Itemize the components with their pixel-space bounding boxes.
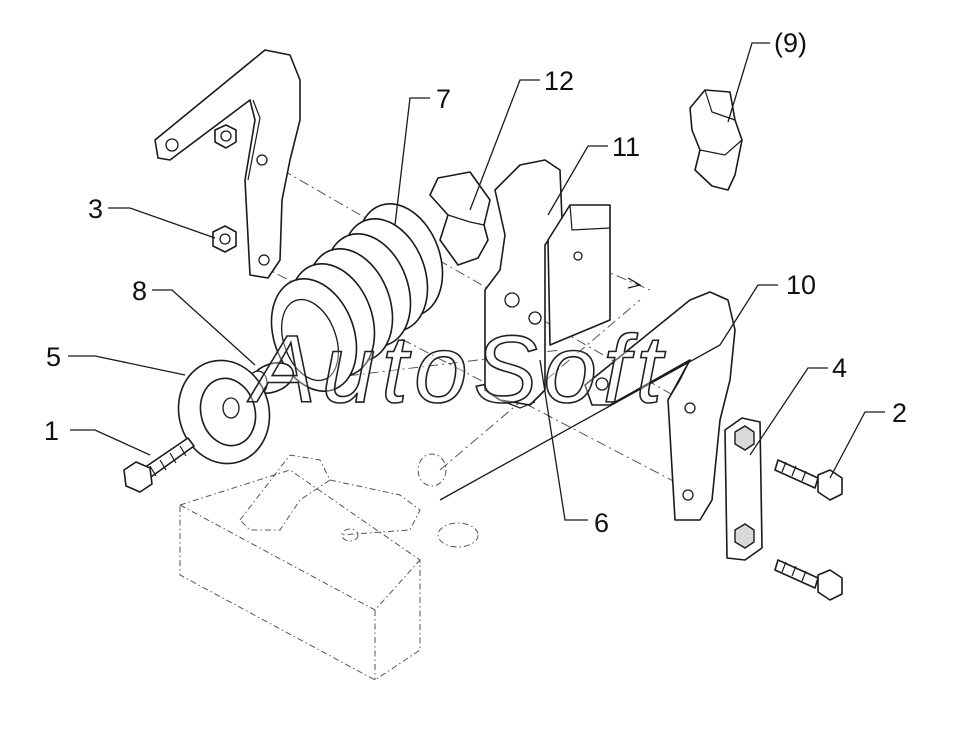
bolt-left (123, 437, 195, 493)
watermark-autosoft: AutoSoft (247, 316, 668, 423)
callout-9: (9) (774, 28, 807, 58)
callout-labels: 1 2 3 4 5 6 7 8 (9) 10 11 12 (44, 28, 907, 538)
center-plate (484, 159, 563, 409)
callout-6: 6 (594, 508, 609, 538)
callout-leaders (68, 42, 885, 521)
hex-nut-lower (212, 225, 237, 253)
nut-plate (724, 417, 763, 561)
coil-spring (270, 203, 444, 392)
callout-1: 1 (44, 416, 59, 446)
sliding-block (547, 204, 611, 346)
callout-3: 3 (88, 194, 103, 224)
bolt-right-lower (774, 559, 843, 601)
callout-11: 11 (612, 132, 640, 162)
callout-2: 2 (892, 398, 907, 428)
callout-10: 10 (786, 270, 816, 300)
hex-nut-upper (214, 124, 237, 149)
left-bracket (154, 49, 301, 279)
callout-4: 4 (832, 353, 847, 383)
large-washer (177, 359, 271, 465)
callout-7: 7 (436, 84, 451, 114)
bolt-right-upper (774, 459, 843, 501)
callout-12: 12 (544, 66, 574, 96)
callout-8: 8 (132, 276, 147, 306)
wedge-insert (689, 89, 743, 191)
right-bracket (584, 291, 736, 521)
callout-5: 5 (46, 342, 61, 372)
phantom-mounting-block (179, 453, 479, 681)
